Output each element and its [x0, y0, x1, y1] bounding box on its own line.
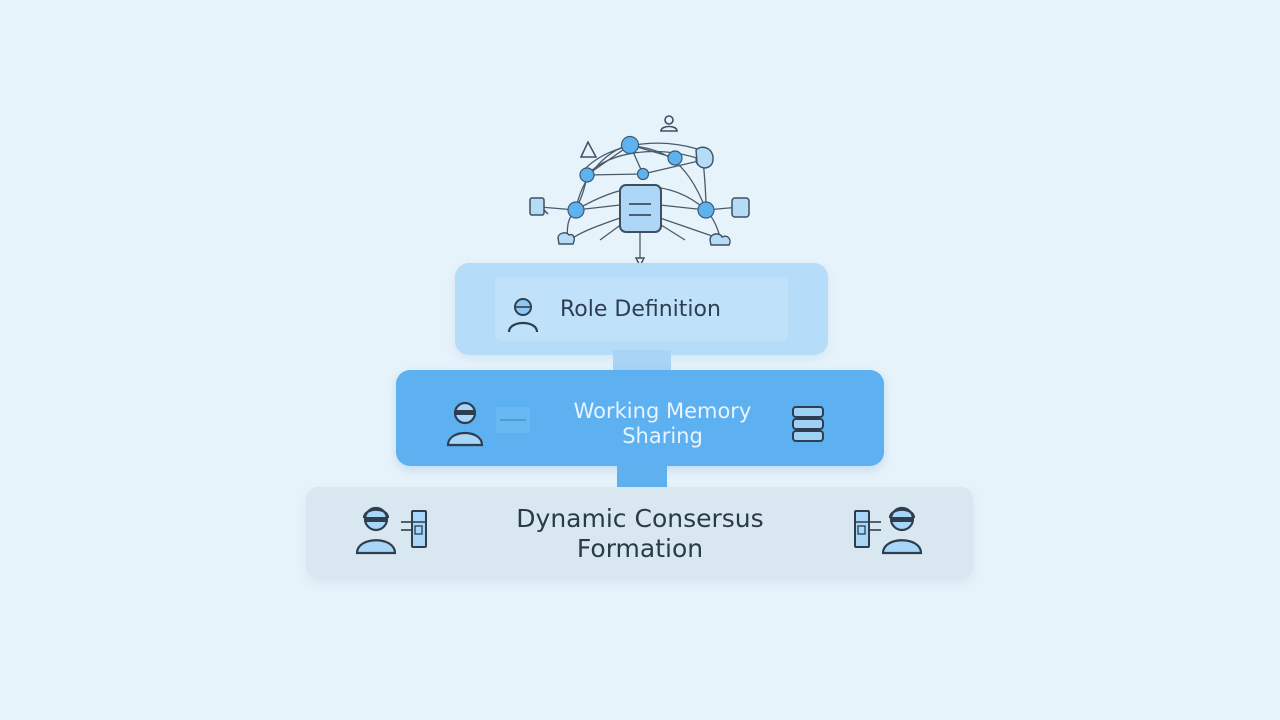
- layer-label-role-definition: Role Definition: [560, 297, 721, 322]
- layer-connector: [617, 462, 667, 488]
- layer-connector: [613, 350, 671, 372]
- database-icon: [792, 406, 824, 442]
- layer-label-dynamic-consensus-formation: Dynamic Consersus Formation: [516, 504, 764, 563]
- person-icon: [446, 401, 484, 447]
- layer-role-definition-panel: [495, 277, 788, 341]
- document-icon: [854, 510, 881, 548]
- person-icon: [507, 298, 539, 333]
- document-icon: [401, 510, 427, 548]
- arrow-icon: [496, 407, 530, 433]
- person-headset-icon: [881, 506, 923, 555]
- agent-network-icon: [529, 115, 750, 268]
- layer-label-working-memory-sharing: Working Memory Sharing: [573, 399, 752, 448]
- person-headset-icon: [355, 506, 397, 555]
